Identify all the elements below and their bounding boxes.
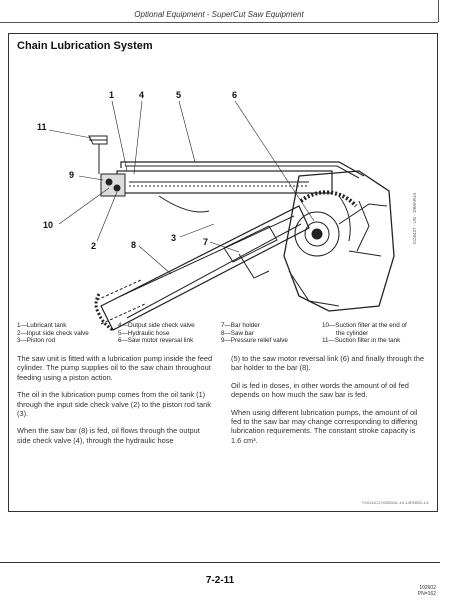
content-box: Chain Lubrication System	[8, 33, 438, 512]
legend-item: the cylinder	[336, 329, 369, 337]
footer-code-1: 102602	[419, 585, 436, 591]
page-header: Optional Equipment - SuperCut Saw Equipm…	[0, 0, 438, 23]
paragraph: When the saw bar (8) is fed, oil flows t…	[17, 426, 200, 445]
paragraph: Oil is fed in doses, in other words the …	[231, 380, 409, 400]
chain-lubrication-diagram: 1 4 5 6 11 9 10 2 3 7 8	[37, 90, 395, 332]
header-title: Optional Equipment - SuperCut Saw Equipm…	[134, 10, 304, 19]
callout-1: 1	[109, 90, 114, 100]
legend-col-4: 10—Suction filter at the end of the cyli…	[322, 322, 407, 345]
callout-5: 5	[176, 90, 181, 100]
legend-item: 9—Pressure relief valve	[221, 337, 288, 345]
section-title: Chain Lubrication System	[17, 40, 153, 52]
body-right-column: (5) to the saw motor reversal link (6) a…	[231, 354, 427, 453]
paragraph: The oil in the lubrication pump comes fr…	[17, 390, 211, 419]
legend-item: 3—Piston rod	[17, 337, 56, 345]
legend-item: 8—Saw bar	[221, 329, 254, 337]
footer-code-2: PN=162	[417, 591, 436, 597]
legend-col-2: 4—Output side check valve 5—Hydraulic ho…	[118, 322, 195, 345]
legend-item: 7—Bar holder	[221, 322, 260, 329]
callout-11: 11	[37, 122, 47, 132]
paragraph: The saw unit is fitted with a lubricatio…	[17, 354, 213, 382]
footer-rule	[0, 562, 440, 563]
paragraph: (5) to the saw motor reversal link (6) a…	[231, 354, 425, 373]
reference-code: TX0111C2,000000A -19-14FEB02-1/1	[361, 500, 429, 505]
footer-codes: 102602 PN=162	[418, 585, 436, 597]
callout-7: 7	[203, 237, 208, 247]
legend-item: 2—Input side check valve	[17, 329, 89, 337]
callout-9: 9	[69, 170, 74, 180]
legend-item: 11—Suction filter in the tank	[322, 337, 401, 345]
callout-8: 8	[131, 240, 136, 250]
callout-2: 2	[91, 241, 96, 251]
header-right-rule	[438, 0, 439, 22]
page-number: 7-2-11	[205, 575, 235, 586]
legend-item: 1—Lubricant tank	[17, 322, 67, 329]
legend-item: 4—Output side check valve	[118, 322, 195, 329]
body-left-column: The saw unit is fitted with a lubricatio…	[17, 354, 213, 453]
legend-col-3: 7—Bar holder 8—Saw bar 9—Pressure relief…	[221, 322, 288, 345]
callout-10: 10	[43, 220, 53, 230]
paragraph: When using different lubrication pumps, …	[231, 407, 418, 445]
callout-4: 4	[139, 90, 144, 100]
callout-6: 6	[232, 90, 237, 100]
callout-3: 3	[171, 233, 176, 243]
legend-col-1: 1—Lubricant tank 2—Input side check valv…	[17, 322, 89, 345]
legend-item: 5—Hydraulic hose	[118, 329, 170, 337]
legend-item: 10—Suction filter at the end of	[322, 322, 407, 329]
legend-item: 6—Saw motor reversal link	[118, 337, 194, 345]
figure-side-code: CC8427 - UN - 10MAR14	[412, 192, 417, 244]
